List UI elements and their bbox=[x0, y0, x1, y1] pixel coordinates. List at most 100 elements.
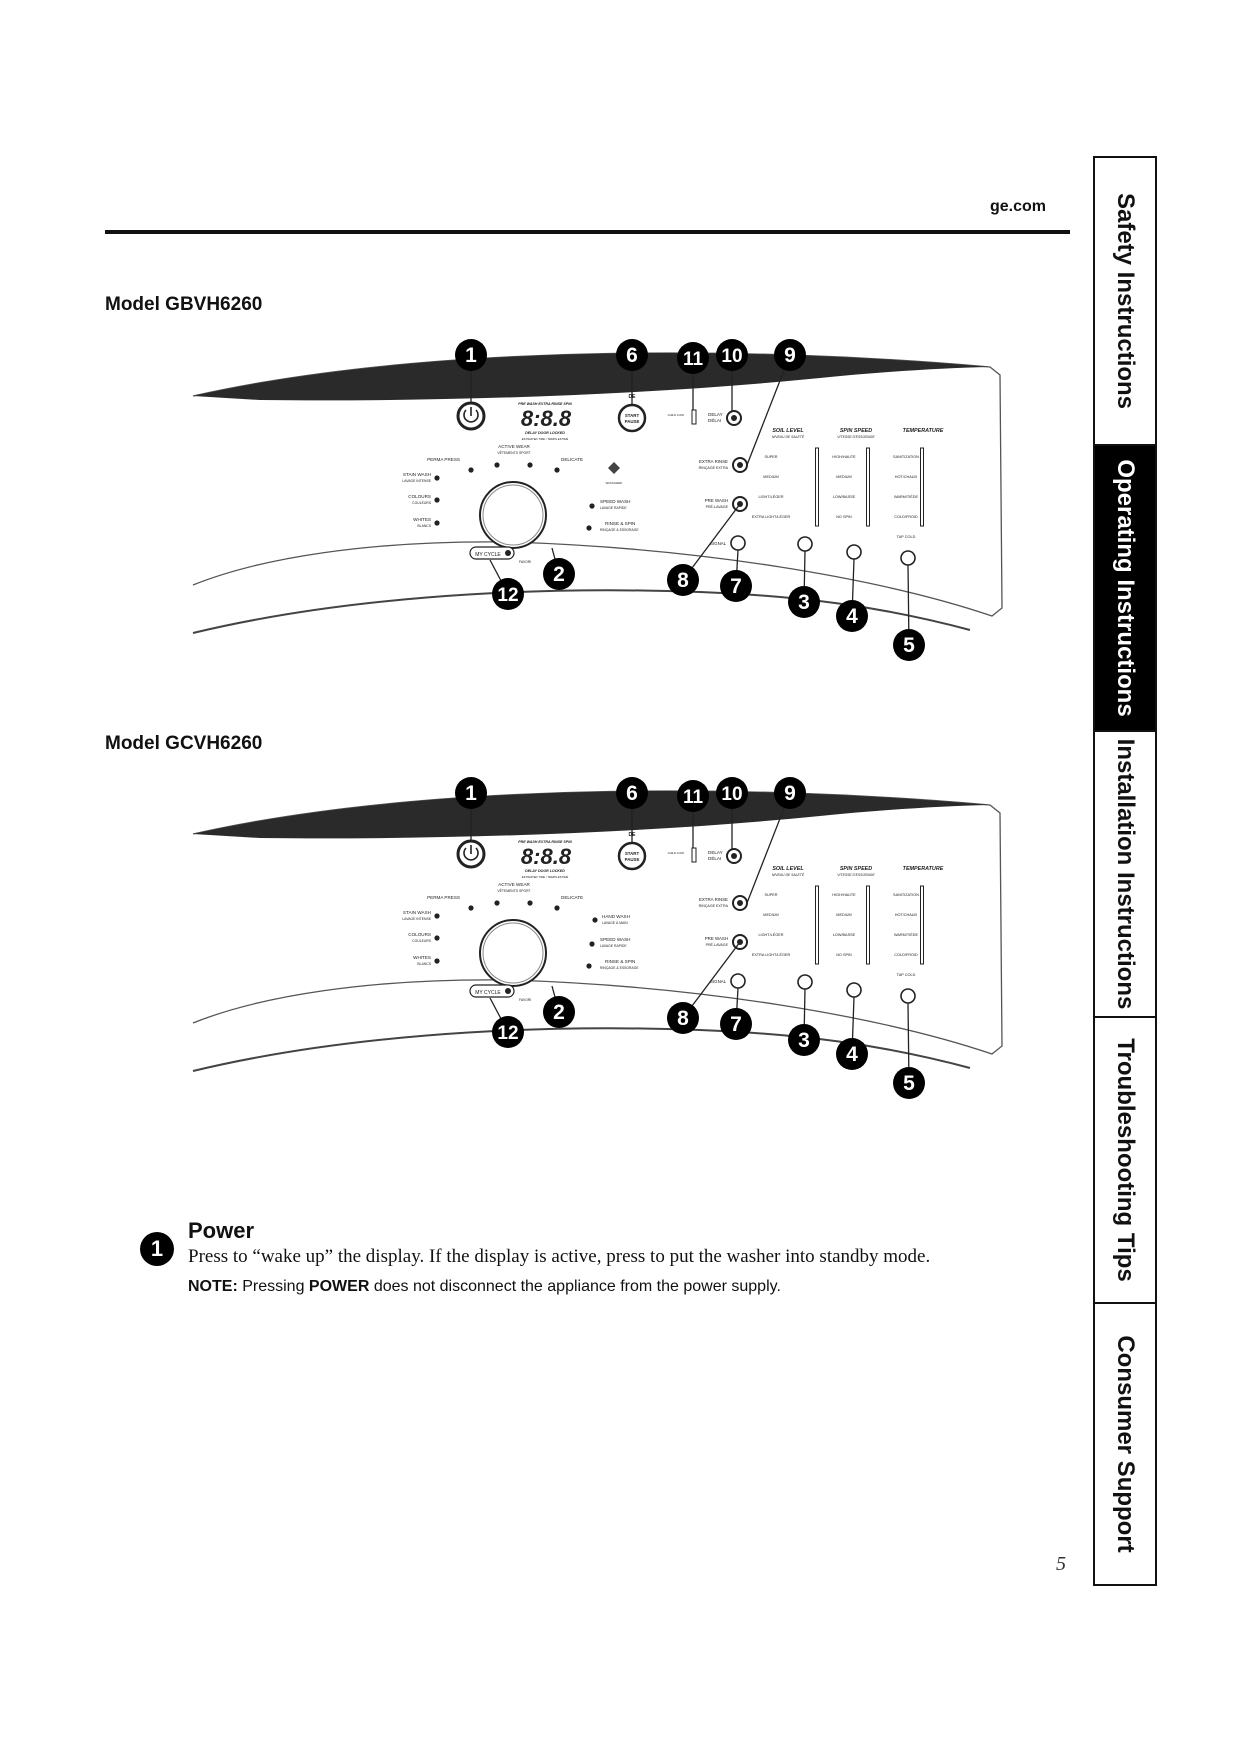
column-title: SPIN SPEED bbox=[840, 866, 872, 872]
cycle-label-fr: LAVAGE RAPIDE bbox=[600, 506, 627, 510]
signal-button bbox=[730, 973, 746, 989]
option-label-fr: PRÉ-LAVAGE bbox=[706, 942, 729, 947]
level-label: TAP COLD bbox=[897, 535, 916, 539]
option-label-fr: RINÇAGE EXTRA bbox=[699, 904, 729, 908]
cycle-indicator bbox=[592, 917, 598, 923]
tab-consumer-support[interactable]: Consumer Support bbox=[1093, 1302, 1157, 1586]
level-bar bbox=[866, 447, 870, 527]
level-button bbox=[797, 974, 813, 990]
start-pause-label: START bbox=[625, 851, 640, 856]
option-label: SIGNAL bbox=[710, 979, 727, 984]
cycle-indicator bbox=[554, 905, 560, 911]
tab-label: Operating Instructions bbox=[1112, 459, 1139, 717]
callout-badge bbox=[836, 1038, 868, 1070]
cycle-indicator bbox=[554, 467, 560, 473]
cycle-label: ACTIVE WEAR bbox=[498, 444, 530, 449]
callout-number: 7 bbox=[730, 1013, 742, 1036]
column-title-fr: VITESSE D'ESSORAGE bbox=[837, 873, 875, 877]
delay-start-dot bbox=[731, 853, 737, 859]
callout-badge: 1 bbox=[140, 1232, 174, 1266]
panel-top-band bbox=[193, 353, 990, 401]
cycle-knob-ring bbox=[482, 922, 544, 984]
callout-number: 2 bbox=[553, 1001, 565, 1024]
my-cycle-button bbox=[469, 546, 515, 560]
display-bottom-line: DELAY DOOR LOCKED bbox=[525, 431, 565, 435]
note-text-post: does not disconnect the appliance from t… bbox=[369, 1278, 781, 1295]
callout-badge bbox=[492, 578, 524, 610]
lock-label: CHILD LOCK bbox=[668, 851, 685, 855]
power-note: NOTE: Pressing POWER does not disconnect… bbox=[188, 1278, 781, 1296]
callout-badge bbox=[893, 1067, 925, 1099]
cycle-label-fr: RINÇAGE & ESSORAGE bbox=[600, 966, 639, 970]
cycle-label: HAND WASH bbox=[602, 914, 630, 919]
option-label: EXTRA RINSE bbox=[699, 459, 728, 464]
start-pause-button bbox=[617, 403, 647, 433]
callout-number: 1 bbox=[465, 782, 477, 805]
cycle-label-fr: LAVAGE À MAIN bbox=[602, 921, 628, 925]
my-cycle-button bbox=[469, 984, 515, 998]
lock-label: CHILD LOCK bbox=[668, 413, 685, 417]
callout-badge bbox=[716, 777, 748, 809]
level-label: COLD/FROID bbox=[894, 515, 918, 519]
cycle-indicator bbox=[494, 900, 500, 906]
callout-number: 10 bbox=[721, 346, 742, 367]
level-label: EXTRA LIGHT/LÉGER bbox=[752, 952, 791, 957]
column-title: SOIL LEVEL bbox=[772, 428, 803, 434]
cycle-indicator bbox=[589, 941, 595, 947]
display-top-line: PRE WASH EXTRA RINSE SPIN bbox=[518, 402, 572, 406]
cycle-label-fr: COULEURS bbox=[412, 939, 432, 943]
cycle-indicator bbox=[468, 467, 474, 473]
column-title-fr: NIVEAU DE SALETÉ bbox=[772, 434, 805, 439]
column-title: TEMPERATURE bbox=[903, 866, 944, 872]
tab-label: Consumer Support bbox=[1112, 1335, 1139, 1553]
tab-operating-instructions[interactable]: Operating Instructions bbox=[1093, 444, 1157, 730]
level-bar bbox=[920, 447, 924, 527]
level-label: HIGH/HAUTE bbox=[832, 455, 856, 459]
cycle-indicator bbox=[586, 525, 592, 531]
callout-badge bbox=[774, 339, 806, 371]
column-title: SPIN SPEED bbox=[840, 428, 872, 434]
display-small-line: ESTIMATED TIME / TEMPS ESTIMÉ bbox=[522, 436, 569, 441]
callout-badge bbox=[543, 558, 575, 590]
callout-number: 1 bbox=[465, 344, 477, 367]
callout-number: 11 bbox=[683, 787, 704, 808]
option-label: SIGNAL bbox=[710, 541, 727, 546]
level-label: MEDIUM bbox=[763, 475, 778, 479]
level-label: MEDIUM bbox=[763, 913, 778, 917]
note-key: POWER bbox=[308, 1278, 370, 1295]
tab-label: Troubleshooting Tips bbox=[1112, 1038, 1139, 1282]
tab-installation-instructions[interactable]: Installation Instructions bbox=[1093, 730, 1157, 1016]
my-cycle-indicator bbox=[505, 988, 511, 994]
level-button bbox=[846, 544, 862, 560]
cycle-label-fr: COULEURS bbox=[412, 501, 432, 505]
callout-number: 8 bbox=[677, 1007, 689, 1030]
level-label: LOW/BASSE bbox=[833, 933, 856, 937]
callout-badge bbox=[616, 777, 648, 809]
callout-number: 3 bbox=[798, 591, 810, 614]
level-label: WARM/TIÈDE bbox=[894, 932, 919, 937]
favori-label: FAVORI bbox=[519, 998, 531, 1002]
callout-badge bbox=[788, 1024, 820, 1056]
cycle-label: STAIN WASH bbox=[403, 472, 431, 477]
tab-label: Safety Instructions bbox=[1112, 192, 1139, 410]
lock-indicator bbox=[691, 847, 697, 863]
level-label: MEDIUM bbox=[836, 475, 851, 479]
callout-badge bbox=[677, 780, 709, 812]
callout-number: 12 bbox=[497, 585, 518, 606]
delay-start-dot bbox=[731, 415, 737, 421]
callout-badge bbox=[836, 600, 868, 632]
display-digits: 8:8.8 bbox=[521, 844, 572, 869]
cycle-indicator bbox=[494, 462, 500, 468]
start-pause-label: START bbox=[625, 413, 640, 418]
level-button bbox=[900, 550, 916, 566]
header-rule bbox=[105, 230, 1070, 234]
extra-rinse-dot bbox=[737, 900, 743, 906]
tab-troubleshooting-tips[interactable]: Troubleshooting Tips bbox=[1093, 1016, 1157, 1302]
site-url[interactable]: ge.com bbox=[990, 198, 1047, 215]
callout-number: 9 bbox=[784, 782, 796, 805]
tab-safety-instructions[interactable]: Safety Instructions bbox=[1093, 156, 1157, 444]
callout-badge bbox=[455, 777, 487, 809]
cycle-indicator bbox=[434, 497, 440, 503]
